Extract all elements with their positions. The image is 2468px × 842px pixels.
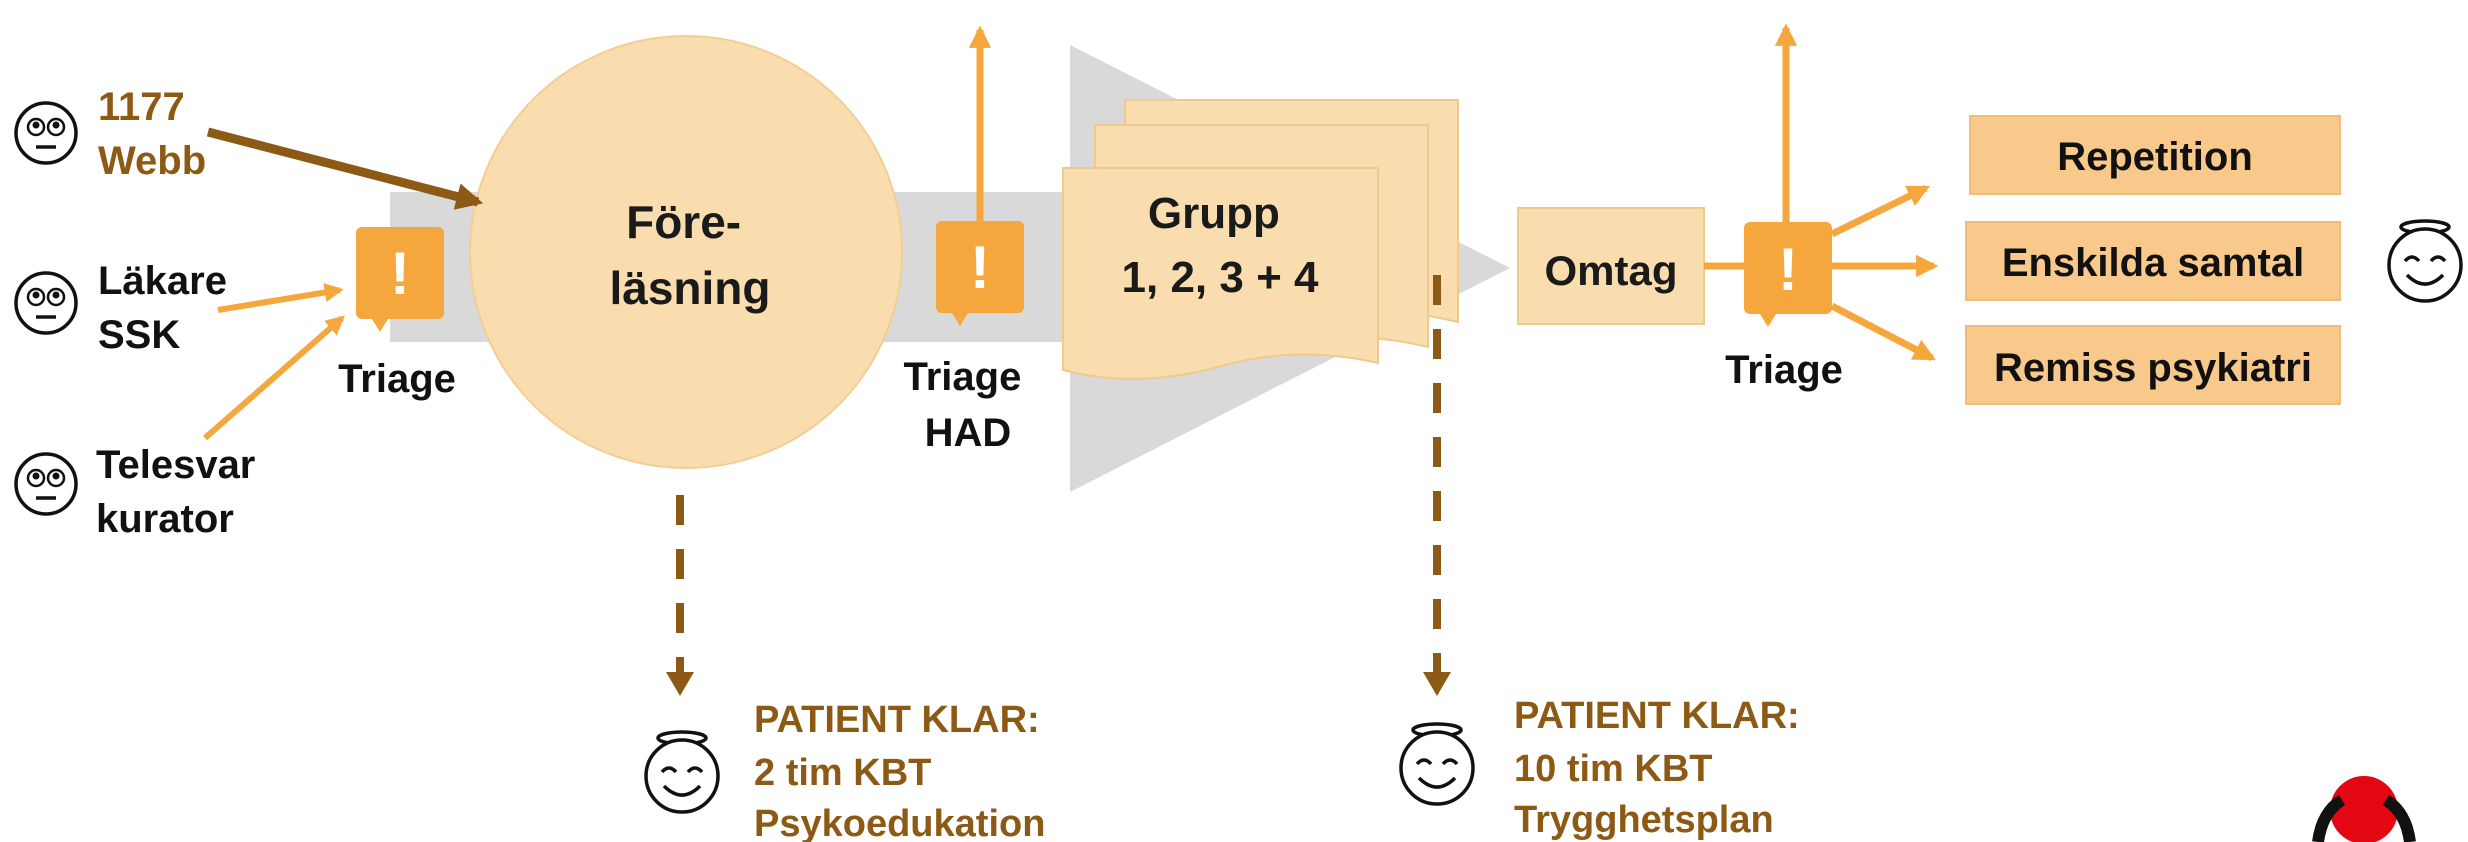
outcome-repetition-box bbox=[1969, 115, 2341, 195]
group-label: Grupp 1, 2, 3 + 4 bbox=[1122, 189, 1319, 302]
exit-2-text: PATIENT KLAR: 10 tim KBT Trygghetsplan bbox=[1514, 695, 1810, 841]
outcome-remiss-label: Remiss psykiatri bbox=[1994, 346, 2312, 390]
arrow-telesvar bbox=[203, 315, 345, 441]
outcome-repetition-label: Repetition bbox=[2057, 135, 2253, 179]
dashed-exit-1-head bbox=[666, 672, 694, 696]
exit-1-text: PATIENT KLAR: 2 tim KBT Psykoedukation bbox=[754, 699, 1050, 842]
warning-bubble-icon: ! bbox=[936, 221, 1024, 326]
logo-mark bbox=[2312, 776, 2416, 842]
triage-2-label: Triage HAD bbox=[904, 355, 1033, 455]
lecture-label: Före- läsning bbox=[609, 196, 770, 314]
arrow-lakare bbox=[217, 283, 344, 313]
svg-text:!: ! bbox=[970, 234, 990, 301]
worried-face-icon bbox=[14, 271, 78, 335]
arrow-to-repetition bbox=[1830, 184, 1931, 238]
svg-text:!: ! bbox=[1778, 236, 1798, 303]
warning-bubble-icon: ! bbox=[1744, 222, 1832, 327]
outcome-enskilda-label: Enskilda samtal bbox=[2002, 241, 2304, 285]
svg-text:!: ! bbox=[390, 240, 410, 307]
warning-bubble-icon: ! bbox=[356, 227, 444, 332]
worried-face-icon bbox=[14, 452, 78, 516]
source-telesvar: Telesvar kurator bbox=[96, 443, 267, 541]
worried-face-icon bbox=[14, 101, 78, 165]
lecture-circle bbox=[469, 35, 903, 469]
omtag-label: Omtag bbox=[1544, 247, 1677, 294]
happy-halo-face-icon bbox=[1399, 722, 1475, 806]
arrow-to-remiss bbox=[1830, 302, 1936, 362]
outcome-enskilda-box bbox=[1965, 221, 2341, 301]
triage-1-label: Triage bbox=[338, 357, 456, 401]
happy-halo-face-icon bbox=[644, 730, 720, 814]
triage-3-label: Triage bbox=[1725, 348, 1843, 392]
arrow-webb bbox=[206, 127, 484, 210]
group-cards bbox=[1062, 99, 1459, 380]
source-lakare: Läkare SSK bbox=[98, 259, 238, 357]
source-webb: 1177 Webb bbox=[98, 85, 206, 183]
dashed-exit-2-head bbox=[1423, 672, 1451, 696]
happy-halo-face-icon bbox=[2387, 219, 2463, 303]
outcome-remiss-box bbox=[1965, 325, 2341, 405]
